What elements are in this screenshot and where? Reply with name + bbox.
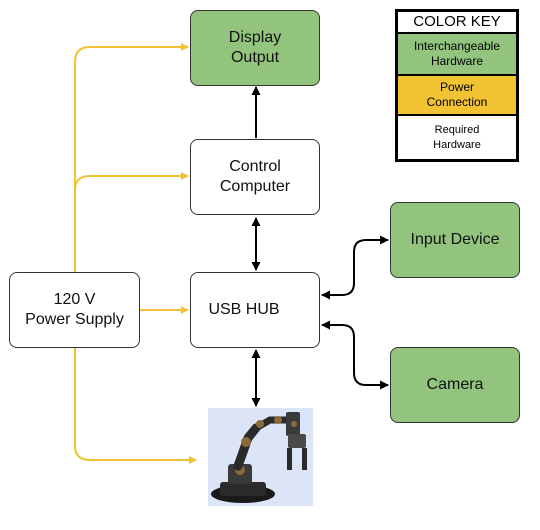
line-usb-hub-input-device [321, 235, 389, 300]
power-line-to-display [74, 43, 189, 272]
power-line-to-computer [74, 172, 189, 191]
power-supply-node: 120 V Power Supply [9, 272, 140, 348]
power-line-to-robot-arm [74, 348, 197, 464]
data-lines [251, 86, 389, 407]
key-required-hardware: Required Hardware [398, 116, 516, 159]
key-power-connection: Power Connection [398, 76, 516, 116]
input-device-node: Input Device [390, 202, 520, 278]
control-computer-label: Control Computer [219, 158, 291, 195]
robot-arm-image [208, 408, 313, 506]
display-output-node: Display Output [190, 10, 320, 86]
control-computer-node: Control Computer [190, 139, 320, 215]
input-device-label: Input Device [410, 231, 500, 248]
color-key-legend: COLOR KEY Interchangeable Hardware Power… [395, 9, 519, 162]
camera-label: Camera [426, 376, 484, 393]
line-usb-hub-camera [321, 320, 389, 390]
key-interchangeable-hardware: Interchangeable Hardware [398, 34, 516, 76]
usb-hub-node: USB HUB [190, 272, 320, 348]
power-lines [74, 43, 197, 464]
color-key-title: COLOR KEY [398, 12, 516, 34]
display-output-label: Display Output [228, 29, 282, 66]
power-supply-label: 120 V Power Supply [25, 291, 124, 328]
camera-node: Camera [390, 347, 520, 423]
usb-hub-label: USB HUB [208, 301, 280, 318]
